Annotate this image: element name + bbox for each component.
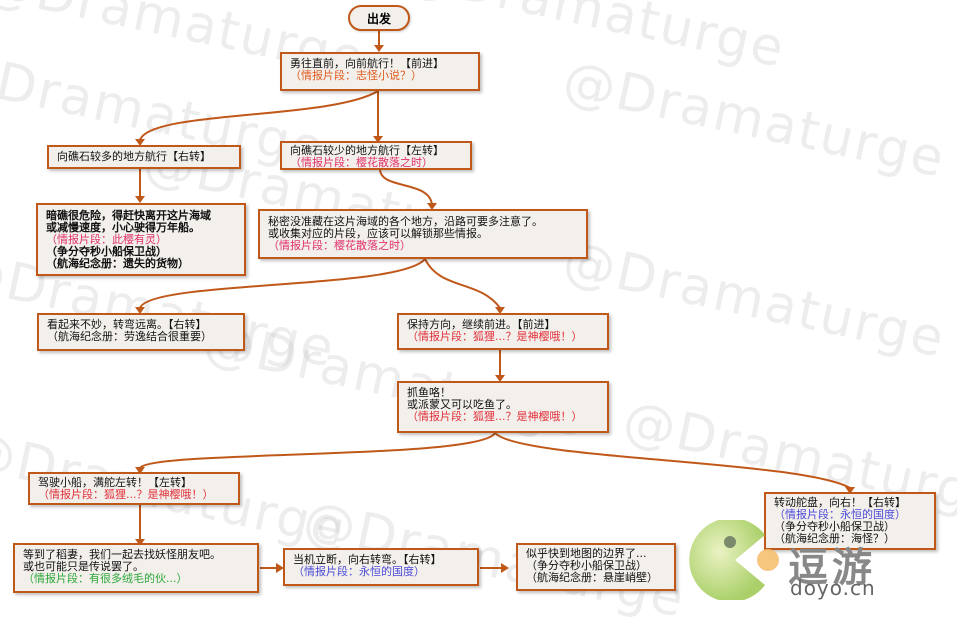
node-intel: （情报片段：狐狸...？是神樱哦！） xyxy=(38,488,214,501)
node-catch-fish: 抓鱼咯！ 或派蒙又可以吃鱼了。 （情报片段：狐狸...？是神樱哦！） xyxy=(397,381,609,433)
start-node: 出发 xyxy=(348,5,410,31)
node-turn-away: 看起来不妙，转弯远离。【右转】 （航海纪念册：劳逸结合很重要） xyxy=(37,313,245,351)
node-text: 或收集对应的片段，应该可以解锁那些情报。 xyxy=(268,227,488,240)
node-left-reefs-few: 向礁石较少的地方航行【左转】 （情报片段：樱花散落之时） xyxy=(280,141,472,170)
node-intel: （情报片段：此樱有灵） xyxy=(46,233,167,246)
node-memento: （航海纪念册：遗失的货物） xyxy=(46,257,189,270)
doyo-logo-icon xyxy=(689,520,779,600)
node-text: 转动舵盘，向右！【右转】 xyxy=(774,496,906,509)
node-challenge: （争分夺秒小船保卫战） xyxy=(46,245,167,258)
node-intel: （情报片段：樱花散落之时） xyxy=(290,156,433,169)
node-text: 暗礁很危险，得赶快离开这片海域 xyxy=(46,209,211,222)
node-text: 看起来不妙，转弯远离。【右转】 xyxy=(47,318,207,331)
node-memento: （航海纪念册：悬崖峭壁） xyxy=(526,571,658,584)
node-danger-reefs: 暗礁很危险，得赶快离开这片海域 或减慢速度，小心驶得万年船。 （情报片段：此樱有… xyxy=(36,203,246,276)
node-decisive-right: 当机立断，向右转弯。【右转】 （情报片段：永恒的国度） xyxy=(283,548,479,586)
logo-text-en: doyo.cn xyxy=(790,576,876,600)
node-forward-1: 勇往直前，向前航行！【前进】 （情报片段：志怪小说？） xyxy=(280,52,480,91)
node-text: 等到了稻妻，我们一起去找妖怪朋友吧。 xyxy=(23,548,221,561)
node-challenge: （争分夺秒小船保卫战） xyxy=(774,520,895,533)
node-intel: （情报片段：狐狸...？是神樱哦！） xyxy=(407,410,583,423)
start-label: 出发 xyxy=(366,11,391,26)
connector-lines xyxy=(135,31,855,573)
node-secret-hint: 秘密没准藏在这片海域的各个地方，沿路可要多注意了。 或收集对应的片段，应该可以解… xyxy=(258,209,588,259)
node-intel: （情报片段：狐狸...？是神樱哦！） xyxy=(407,330,583,343)
node-intel: （情报片段：志怪小说？） xyxy=(290,69,422,82)
node-memento: （航海纪念册：海怪？） xyxy=(774,532,895,545)
node-text: 勇往直前，向前航行！【前进】 xyxy=(290,57,444,70)
node-memento: （航海纪念册：劳逸结合很重要） xyxy=(47,330,212,343)
node-map-edge: 似乎快到地图的边界了... （争分夺秒小船保卫战） （航海纪念册：悬崖峭壁） xyxy=(516,543,676,591)
node-challenge: （争分夺秒小船保卫战） xyxy=(526,559,647,572)
node-right-reefs-many: 向礁石较多的地方航行【右转】 xyxy=(47,145,241,169)
node-keep-forward: 保持方向，继续前进。【前进】 （情报片段：狐狸...？是神樱哦！） xyxy=(397,313,609,350)
node-text: 或也可能只是传说罢了。 xyxy=(23,560,144,573)
node-text: 或派蒙又可以吃鱼了。 xyxy=(407,398,517,411)
node-inazuma-youkai: 等到了稻妻，我们一起去找妖怪朋友吧。 或也可能只是传说罢了。 （情报片段：有很多… xyxy=(13,543,259,593)
node-hard-left: 驾驶小船，满舵左转！【左转】 （情报片段：狐狸...？是神樱哦！） xyxy=(28,472,240,505)
node-text: 或减慢速度，小心驶得万年船。 xyxy=(46,221,200,234)
node-text: 驾驶小船，满舵左转！【左转】 xyxy=(38,476,192,489)
logo-text-cn: 逗游 xyxy=(788,545,876,591)
node-intel: （情报片段：樱花散落之时） xyxy=(268,239,411,252)
node-text: 抓鱼咯！ xyxy=(407,386,451,399)
node-turn-wheel-right: 转动舵盘，向右！【右转】 （情报片段：永恒的国度） （争分夺秒小船保卫战） （航… xyxy=(764,492,936,550)
node-text: 似乎快到地图的边界了... xyxy=(526,547,647,560)
node-text: 秘密没准藏在这片海域的各个地方，沿路可要多注意了。 xyxy=(268,215,543,228)
node-intel: （情报片段：有很多绒毛的伙...） xyxy=(23,572,188,585)
node-text: 当机立断，向右转弯。【右转】 xyxy=(293,553,442,566)
node-text: 向礁石较多的地方航行【右转】 xyxy=(57,150,211,163)
node-intel: （情报片段：永恒的国度） xyxy=(293,565,425,578)
node-text: 保持方向，继续前进。【前进】 xyxy=(407,318,556,331)
node-intel: （情报片段：永恒的国度） xyxy=(774,508,906,521)
node-text: 向礁石较少的地方航行【左转】 xyxy=(290,144,444,157)
